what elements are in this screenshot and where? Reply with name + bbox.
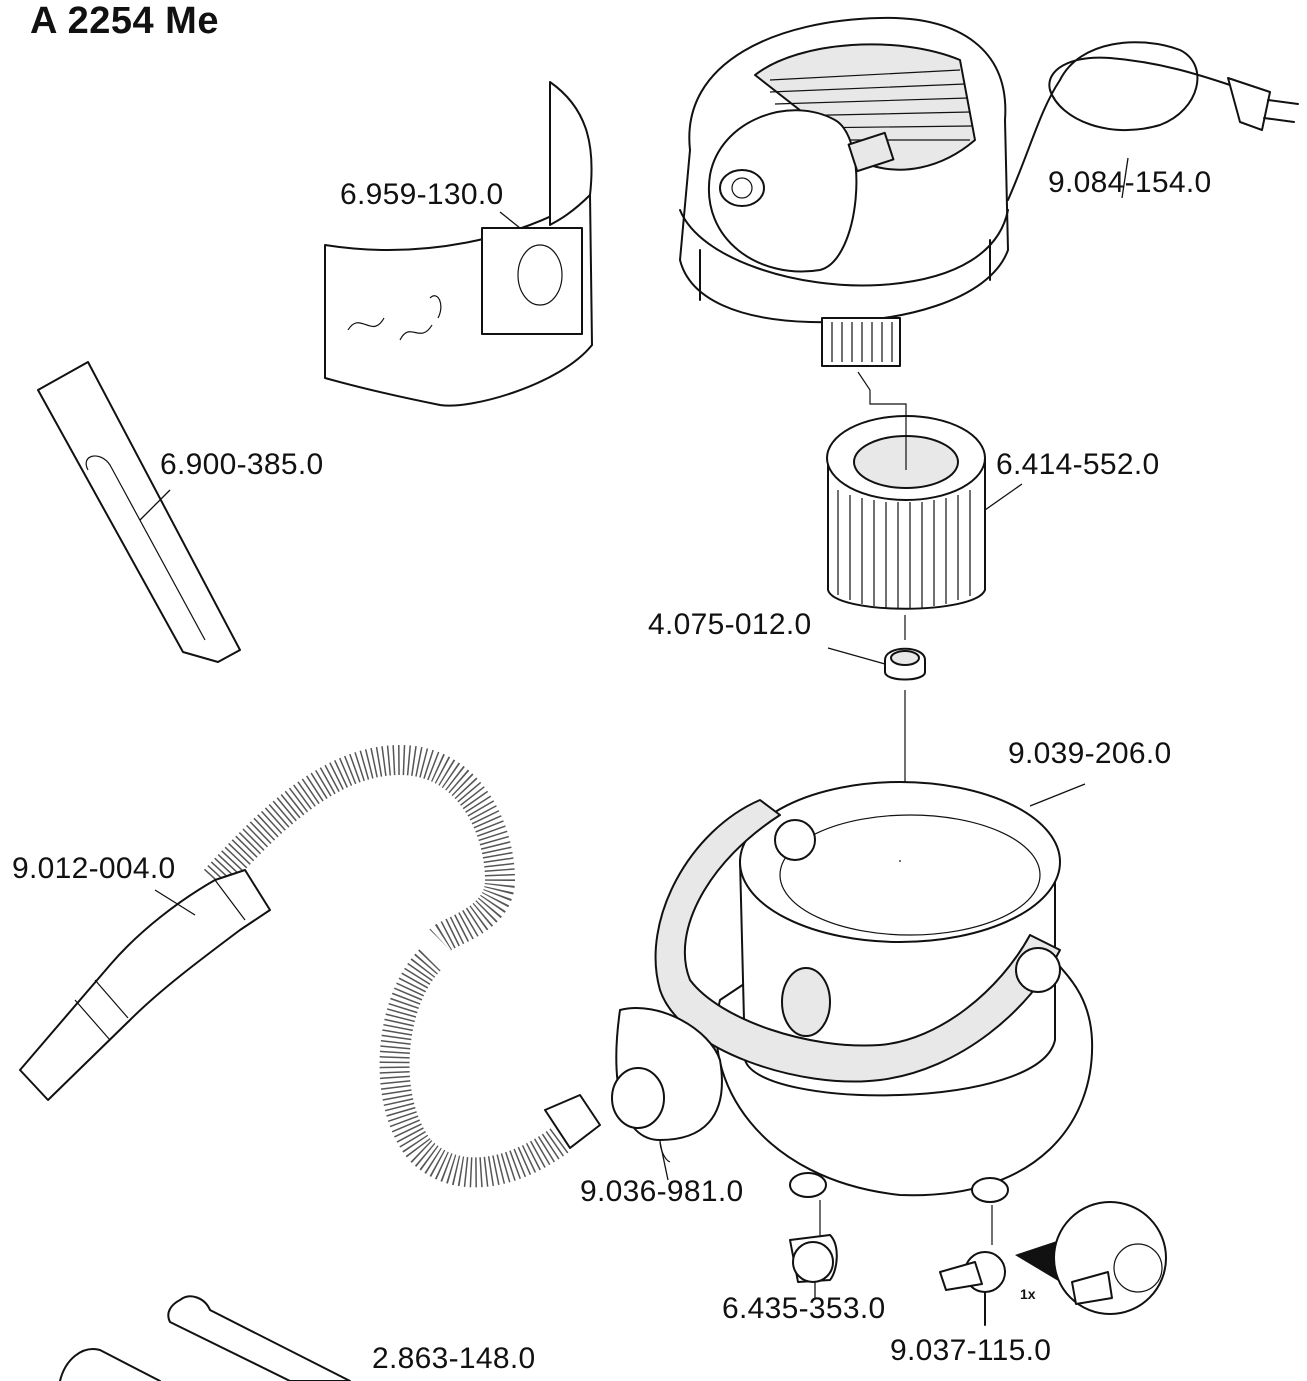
crevice-nozzle-drawing — [37, 361, 241, 663]
label-caster-with-brake: 9.037-115.0 — [890, 1334, 1052, 1367]
label-float: 4.075-012.0 — [648, 608, 812, 641]
label-power-cord: 9.084-154.0 — [1048, 166, 1212, 199]
label-crevice-nozzle: 6.900-385.0 — [160, 448, 324, 481]
model-title: A 2254 Me — [30, 0, 219, 42]
label-cartridge-filter: 6.414-552.0 — [996, 448, 1160, 481]
label-extension-tubes: 2.863-148.0 — [372, 1342, 536, 1375]
extension-tubes-drawing — [59, 1295, 351, 1381]
caster-with-brake-drawing — [939, 1201, 1167, 1326]
motor-head-drawing — [679, 16, 1299, 367]
label-filter-bag: 6.959-130.0 — [340, 178, 504, 211]
cartridge-filter-drawing — [826, 371, 986, 610]
label-suction-hose: 9.012-004.0 — [12, 852, 176, 885]
brake-quantity-label: 1x — [1020, 1286, 1036, 1302]
label-caster: 6.435-353.0 — [722, 1292, 886, 1325]
filter-bag-drawing — [324, 81, 593, 407]
label-hose-connector: 9.036-981.0 — [580, 1175, 744, 1208]
caster-drawing — [789, 1200, 838, 1283]
suction-hose-drawing — [19, 742, 601, 1190]
leader-lines — [139, 157, 1129, 1298]
container-drawing — [611, 781, 1094, 1203]
label-container: 9.039-206.0 — [1008, 737, 1172, 770]
